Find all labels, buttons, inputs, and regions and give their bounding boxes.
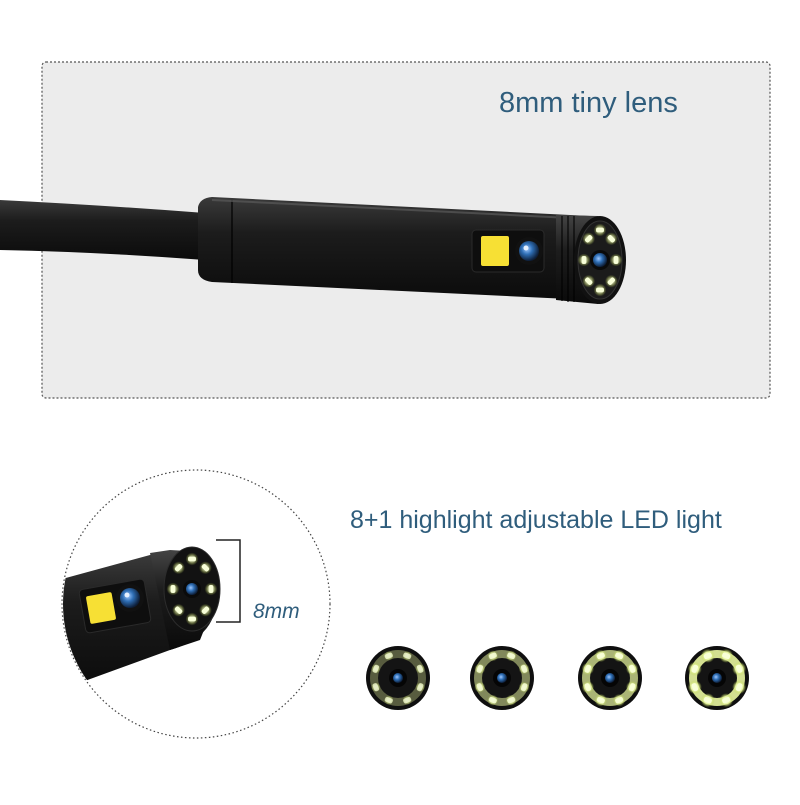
led bbox=[174, 606, 183, 614]
led bbox=[703, 696, 712, 704]
led bbox=[372, 683, 380, 692]
led bbox=[507, 696, 516, 704]
camera-head-zoomed bbox=[63, 546, 221, 690]
led bbox=[188, 616, 196, 622]
led-caption: 8+1 highlight adjustable LED light bbox=[350, 506, 722, 534]
led bbox=[615, 696, 624, 704]
led bbox=[628, 683, 636, 692]
led bbox=[581, 256, 587, 264]
led bbox=[722, 696, 731, 704]
led bbox=[735, 683, 743, 692]
led bbox=[403, 652, 412, 660]
led bbox=[170, 585, 176, 593]
led bbox=[584, 277, 593, 285]
diameter-label: 8mm bbox=[253, 600, 300, 623]
flash-led bbox=[481, 236, 509, 266]
led bbox=[488, 652, 497, 660]
led bbox=[384, 696, 393, 704]
led bbox=[735, 664, 743, 673]
brightness-levels bbox=[366, 646, 749, 710]
brightness-level-3 bbox=[578, 646, 642, 710]
led bbox=[201, 606, 210, 614]
led bbox=[174, 564, 183, 572]
led bbox=[384, 652, 393, 660]
led bbox=[596, 652, 605, 660]
led bbox=[607, 277, 616, 285]
brightness-level-4 bbox=[685, 646, 749, 710]
led bbox=[691, 683, 699, 692]
led bbox=[416, 683, 424, 692]
led-ring-zoomed bbox=[166, 552, 218, 626]
led bbox=[722, 652, 731, 660]
led bbox=[476, 683, 484, 692]
cable bbox=[0, 200, 205, 260]
led bbox=[691, 664, 699, 673]
led bbox=[416, 664, 424, 673]
led bbox=[208, 585, 214, 593]
led bbox=[476, 664, 484, 673]
led bbox=[615, 652, 624, 660]
led bbox=[584, 235, 593, 243]
camera-head-large bbox=[198, 197, 626, 304]
led bbox=[596, 696, 605, 704]
led bbox=[607, 235, 616, 243]
led bbox=[703, 652, 712, 660]
dimension-bracket bbox=[216, 539, 241, 623]
brightness-level-1 bbox=[366, 646, 430, 710]
led bbox=[520, 664, 528, 673]
front-lens bbox=[593, 253, 607, 267]
led bbox=[507, 652, 516, 660]
led bbox=[201, 564, 210, 572]
led-ring-large bbox=[577, 223, 623, 297]
led bbox=[403, 696, 412, 704]
led bbox=[628, 664, 636, 673]
led bbox=[596, 227, 604, 233]
flash-led-zoomed bbox=[86, 592, 116, 624]
led bbox=[596, 287, 604, 293]
side-lens bbox=[519, 241, 539, 261]
led bbox=[188, 556, 196, 562]
brightness-level-2 bbox=[470, 646, 534, 710]
led bbox=[372, 664, 380, 673]
led bbox=[584, 683, 592, 692]
led bbox=[613, 256, 619, 264]
led bbox=[520, 683, 528, 692]
lens-caption: 8mm tiny lens bbox=[499, 87, 678, 119]
led bbox=[584, 664, 592, 673]
led bbox=[488, 696, 497, 704]
